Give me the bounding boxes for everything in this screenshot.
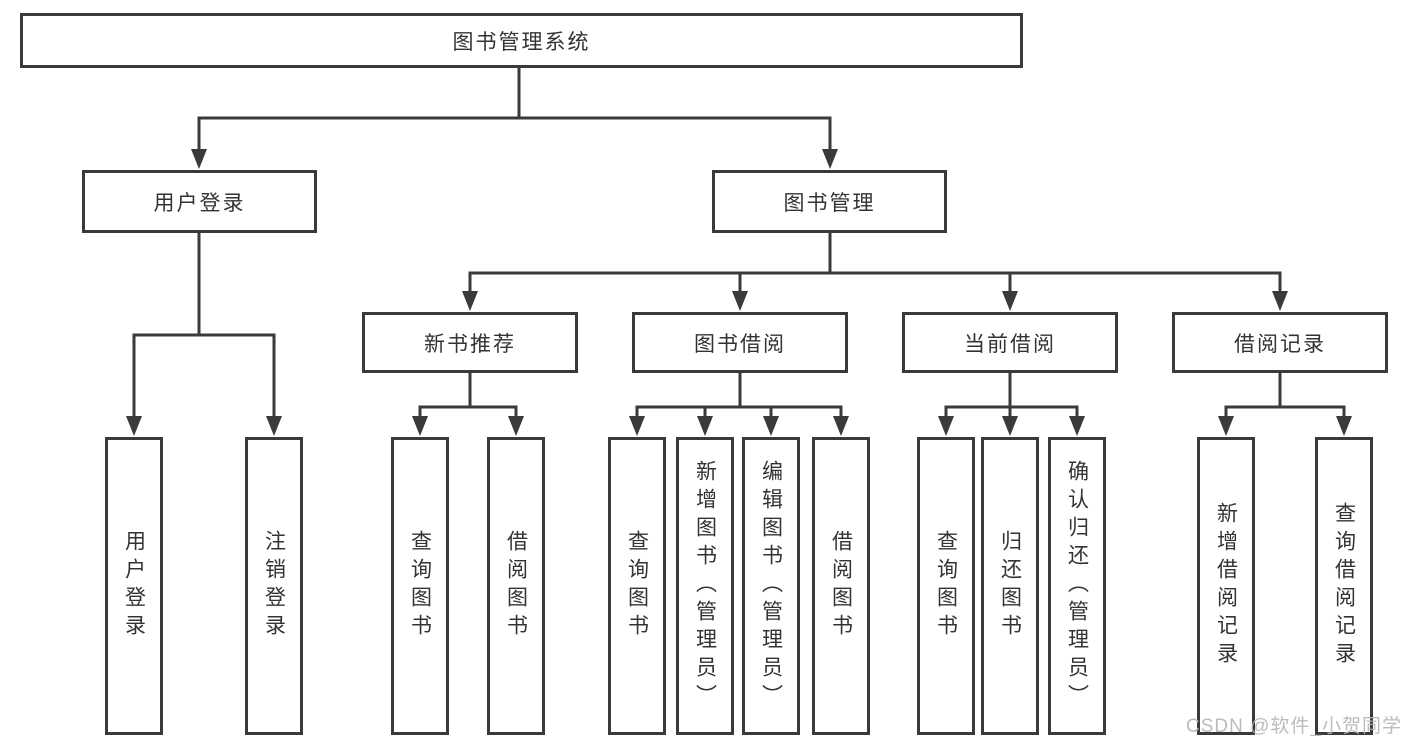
node-label: 图书管理系统 <box>452 30 591 54</box>
csdn-watermark: CSDN @软件_小贺同学 <box>1186 716 1402 737</box>
node-current-borrowing: 当前借阅 <box>902 312 1118 373</box>
node-confirm-return-admin: 确认归还（管理员） <box>1048 437 1106 735</box>
node-label: 查询图书 <box>408 530 432 642</box>
node-borrowing-query-books: 查询图书 <box>608 437 666 735</box>
node-label: 当前借阅 <box>964 332 1056 356</box>
node-borrowing-records: 借阅记录 <box>1172 312 1388 373</box>
node-label: 图书借阅 <box>694 332 786 356</box>
node-label: 查询图书 <box>625 530 649 642</box>
node-label: 归还图书 <box>998 530 1022 642</box>
node-label: 编辑图书（管理员） <box>759 460 783 712</box>
node-book-management: 图书管理 <box>712 170 947 233</box>
node-edit-books-admin: 编辑图书（管理员） <box>742 437 800 735</box>
node-current-query-books: 查询图书 <box>917 437 975 735</box>
node-user-login-leaf: 用户登录 <box>105 437 163 735</box>
node-label: 借阅图书 <box>829 530 853 642</box>
node-new-book-recommendation: 新书推荐 <box>362 312 578 373</box>
node-label: 查询借阅记录 <box>1332 502 1356 670</box>
node-add-books-admin: 新增图书（管理员） <box>676 437 734 735</box>
node-user-login: 用户登录 <box>82 170 317 233</box>
node-query-borrow-record: 查询借阅记录 <box>1315 437 1373 735</box>
node-label: 注销登录 <box>262 530 286 642</box>
node-borrowing-borrow-books: 借阅图书 <box>812 437 870 735</box>
node-label: 用户登录 <box>122 530 146 642</box>
node-label: 用户登录 <box>153 191 246 215</box>
node-return-books: 归还图书 <box>981 437 1039 735</box>
node-add-borrow-record: 新增借阅记录 <box>1197 437 1255 735</box>
node-recommend-borrow-books: 借阅图书 <box>487 437 545 735</box>
node-book-borrowing: 图书借阅 <box>632 312 848 373</box>
node-label: 借阅图书 <box>504 530 528 642</box>
node-recommend-query-books: 查询图书 <box>391 437 449 735</box>
node-label: 新书推荐 <box>424 332 516 356</box>
node-logout: 注销登录 <box>245 437 303 735</box>
node-label: 查询图书 <box>934 530 958 642</box>
node-label: 确认归还（管理员） <box>1065 460 1089 712</box>
node-label: 图书管理 <box>783 191 876 215</box>
node-label: 新增图书（管理员） <box>693 460 717 712</box>
node-label: 借阅记录 <box>1234 332 1326 356</box>
node-library-management-system: 图书管理系统 <box>20 13 1023 68</box>
node-label: 新增借阅记录 <box>1214 502 1238 670</box>
